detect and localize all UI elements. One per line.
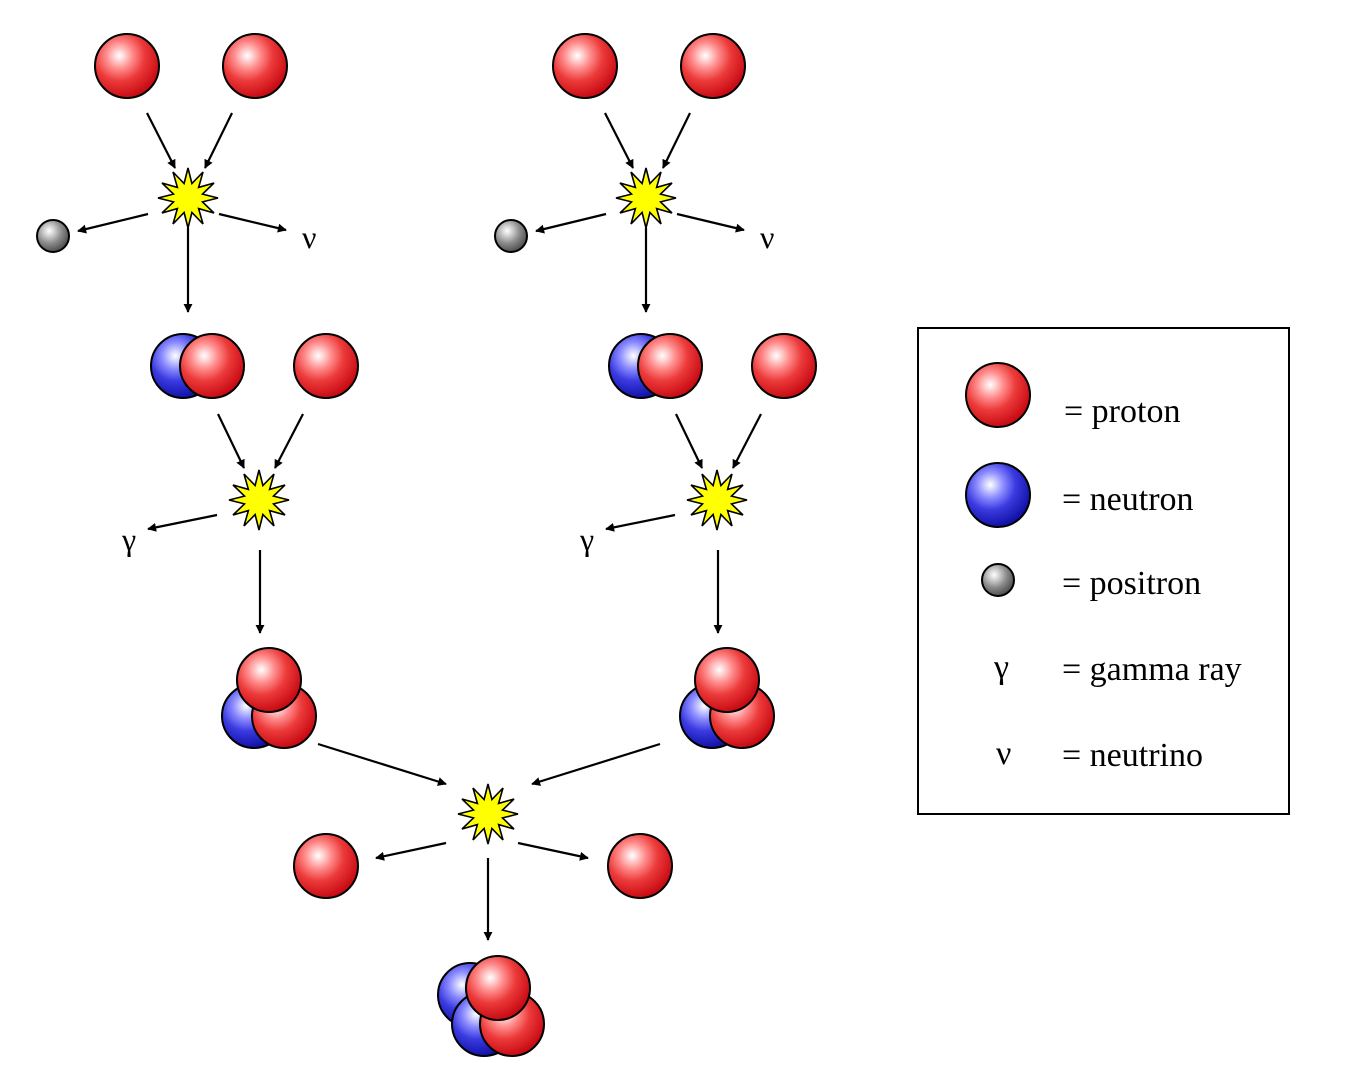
positron-left [36, 219, 70, 253]
proton-left-1b [222, 33, 288, 99]
arrow-right-p3-in [732, 413, 762, 469]
arrow-he3-left-in [317, 742, 447, 786]
positron-right [494, 219, 528, 253]
legend: = proton = neutron = positron γ = gamma … [917, 327, 1290, 815]
legend-proton-icon [965, 362, 1031, 428]
arrow-left-p3-in [274, 413, 304, 469]
collision-bursts [157, 167, 748, 845]
arrow-right-gamma-out [605, 513, 676, 532]
arrow-he3-right-in [531, 742, 661, 786]
legend-positron-label: = positron [1062, 565, 1201, 602]
gamma-symbol-right: γ [579, 521, 594, 557]
neutrino-symbol-right: ν [760, 219, 774, 255]
proton-left-2 [293, 333, 359, 399]
legend-proton-label: = proton [1064, 393, 1180, 430]
legend-neutron-label: = neutron [1062, 481, 1194, 518]
legend-neutrino-label: = neutrino [1062, 737, 1203, 774]
he4-proton-top [465, 955, 531, 1021]
proton-right-1a [552, 33, 618, 99]
neutrino-symbol-left: ν [302, 219, 316, 255]
he3-proton-top-right [694, 647, 760, 713]
arrow-left-neutrino-out [218, 212, 287, 233]
legend-neutrino-symbol: ν [996, 735, 1011, 772]
deuterium-proton-left [179, 333, 245, 399]
legend-positron-icon [981, 563, 1015, 597]
arrow-left-positron-out [77, 212, 149, 234]
arrow-left-p1-in [146, 112, 176, 169]
arrow-right-neutrino-out [676, 212, 745, 233]
gamma-symbol-left: γ [121, 521, 136, 557]
arrow-right-p2-in [662, 112, 691, 169]
particles [36, 33, 817, 1057]
burst-final [457, 783, 519, 845]
reaction-arrows [77, 112, 762, 941]
released-proton-right [607, 833, 673, 899]
deuterium-proton-right [637, 333, 703, 399]
burst-right-1 [615, 167, 677, 229]
arrow-left-gamma-out [147, 513, 218, 532]
released-proton-left [293, 833, 359, 899]
legend-neutron-icon [965, 462, 1031, 528]
he3-proton-top-left [236, 647, 302, 713]
proton-left-1a [94, 33, 160, 99]
burst-left-2 [228, 469, 290, 531]
arrow-right-d-in [675, 413, 703, 469]
arrow-left-d-in [217, 413, 245, 469]
arrow-proton-out-right [517, 841, 589, 861]
legend-gamma-symbol: γ [993, 649, 1009, 686]
burst-right-2 [686, 469, 748, 531]
burst-left-1 [157, 167, 219, 229]
arrow-proton-out-left [375, 841, 447, 861]
proton-right-2 [751, 333, 817, 399]
arrow-right-positron-out [535, 212, 607, 234]
proton-right-1b [680, 33, 746, 99]
arrow-left-p2-in [204, 112, 233, 169]
legend-icons [965, 362, 1031, 597]
legend-gamma-label: = gamma ray [1062, 651, 1242, 688]
arrow-right-p1-in [604, 112, 634, 169]
